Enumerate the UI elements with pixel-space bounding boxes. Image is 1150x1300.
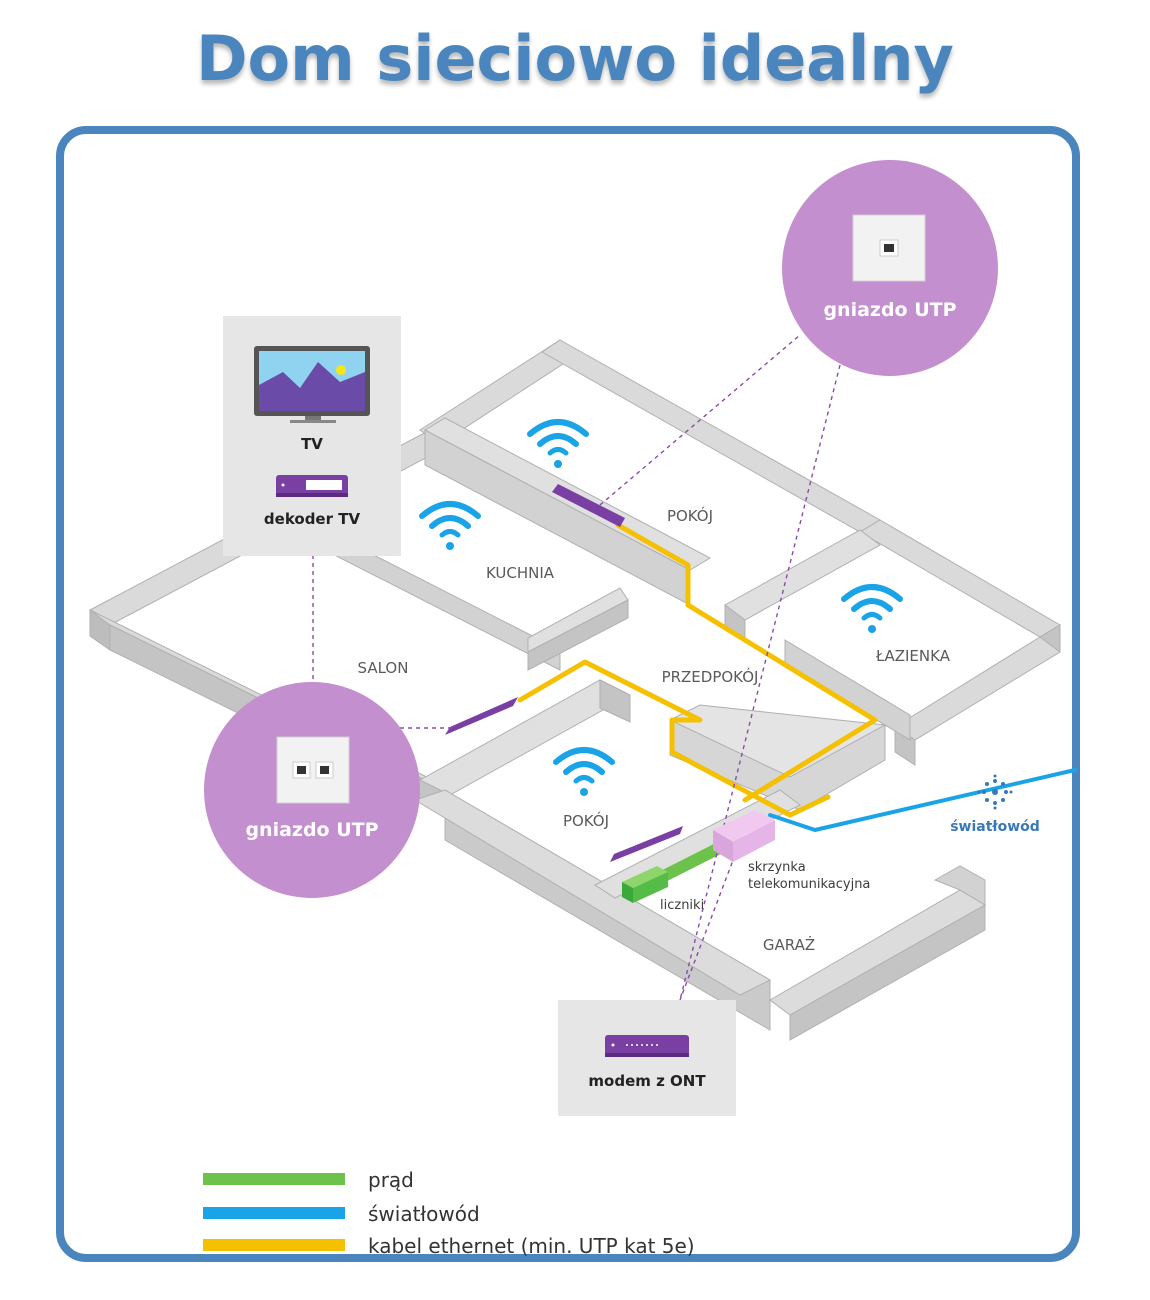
wifi-icon [530, 422, 586, 468]
legend-label-power: prąd [368, 1168, 414, 1192]
legend-item: prąd [203, 1168, 414, 1192]
room-label-pokoj-bottom: POKÓJ [563, 811, 609, 830]
connector-lines [312, 334, 841, 1001]
legend-item: światłowód [203, 1202, 480, 1226]
wifi-icon [556, 750, 612, 796]
tv-icon [254, 346, 370, 423]
skrzynka-label-line2: telekomunikacyjna [748, 877, 870, 892]
liczniki-label: liczniki [660, 898, 704, 913]
dekoder-label: dekoder TV [264, 510, 361, 528]
tv-label: TV [301, 435, 323, 453]
page-title: Dom sieciowo idealny [196, 22, 954, 95]
wall-outlets [445, 484, 683, 862]
utp-socket-left: gniazdo UTP [204, 682, 420, 898]
fiber-icon [977, 774, 1013, 810]
legend-label-fiber: światłowód [368, 1202, 480, 1226]
modem-panel: modem z ONT [558, 1000, 736, 1116]
legend-item: kabel ethernet (min. UTP kat 5e) [203, 1234, 695, 1258]
legend-swatch-fiber [203, 1207, 345, 1219]
swiatlowod-label: światłowód [950, 819, 1040, 835]
modem-label: modem z ONT [588, 1072, 706, 1090]
utp-top-label: gniazdo UTP [823, 299, 956, 321]
room-label-garaz: GARAŻ [763, 935, 815, 954]
utp-left-label: gniazdo UTP [245, 819, 378, 841]
utp-socket-top: gniazdo UTP [782, 160, 998, 376]
tv-panel: TV dekoder TV [223, 316, 401, 556]
skrzynka-label-line1: skrzynka [748, 860, 806, 875]
room-label-lazienka: ŁAZIENKA [875, 647, 951, 665]
room-label-pokoj-top: POKÓJ [667, 506, 713, 525]
meters-box [622, 866, 668, 903]
wifi-icon [844, 587, 900, 633]
room-label-kuchnia: KUCHNIA [486, 564, 555, 582]
decoder-icon [276, 475, 348, 497]
telecom-box [713, 810, 775, 862]
modem-icon [605, 1035, 689, 1057]
legend: prąd światłowód kabel ethernet (min. UTP… [203, 1168, 695, 1258]
room-label-salon: SALON [358, 659, 409, 677]
legend-swatch-power [203, 1173, 345, 1185]
wifi-icon [422, 504, 478, 550]
legend-label-ethernet: kabel ethernet (min. UTP kat 5e) [368, 1234, 695, 1258]
legend-swatch-ethernet [203, 1239, 345, 1251]
room-label-przedpokoj: PRZEDPOKÓJ [662, 667, 759, 686]
